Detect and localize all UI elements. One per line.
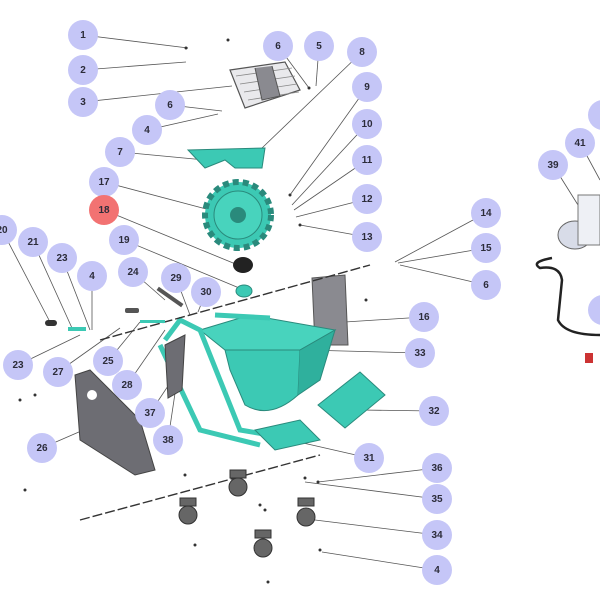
- leader-line: [103, 209, 239, 266]
- part-callout-5[interactable]: 5: [304, 31, 334, 61]
- small-panel-part: [164, 334, 186, 399]
- leader-line: [321, 551, 438, 571]
- switch-part: [585, 353, 593, 363]
- part-callout-41[interactable]: 41: [565, 128, 595, 158]
- hopper-part: [198, 314, 337, 412]
- part-callout-34[interactable]: 34: [422, 520, 452, 550]
- part-callout-11[interactable]: 11: [352, 145, 382, 175]
- leader-line: [32, 241, 73, 329]
- cover-plate-part: [186, 147, 266, 169]
- part-callout-21[interactable]: 21: [18, 227, 48, 257]
- handle-parts: [125, 286, 184, 323]
- part-callout-6[interactable]: 6: [155, 90, 185, 120]
- part-callout-28[interactable]: 28: [112, 370, 142, 400]
- motor-part: [557, 194, 600, 250]
- bolt-part: [45, 320, 57, 326]
- ring-part: [235, 284, 253, 298]
- part-callout-6[interactable]: 6: [263, 31, 293, 61]
- leader-line: [317, 467, 438, 483]
- part-callout-23[interactable]: 23: [3, 350, 33, 380]
- part-callout-29[interactable]: 29: [161, 263, 191, 293]
- part-callout-8[interactable]: 8: [347, 37, 377, 67]
- part-callout-37[interactable]: 37: [135, 398, 165, 428]
- axle-lines: [79, 264, 371, 521]
- part-callout-10[interactable]: 10: [352, 109, 382, 139]
- leader-line: [82, 34, 189, 49]
- part-callout-36[interactable]: 36: [422, 453, 452, 483]
- part-callout-19[interactable]: 19: [109, 225, 139, 255]
- chute-part: [317, 371, 386, 429]
- leader-line: [1, 229, 51, 323]
- part-callout-3[interactable]: 3: [68, 87, 98, 117]
- part-callout-partial[interactable]: [588, 295, 600, 325]
- leader-line: [261, 51, 363, 149]
- part-callout-17[interactable]: 17: [89, 167, 119, 197]
- part-callout-18[interactable]: 18: [89, 195, 119, 225]
- part-callout-14[interactable]: 14: [471, 198, 501, 228]
- part-callout-39[interactable]: 39: [538, 150, 568, 180]
- part-callout-2[interactable]: 2: [68, 55, 98, 85]
- part-callout-20[interactable]: 20: [0, 215, 17, 245]
- part-callout-6[interactable]: 6: [471, 270, 501, 300]
- part-callout-24[interactable]: 24: [118, 257, 148, 287]
- part-callout-partial[interactable]: [588, 100, 600, 130]
- part-callout-38[interactable]: 38: [153, 425, 183, 455]
- power-cable: [535, 256, 600, 337]
- impeller-part: [202, 179, 274, 251]
- part-callout-15[interactable]: 15: [471, 233, 501, 263]
- leader-lines: [1, 34, 600, 571]
- leader-line: [394, 212, 487, 263]
- part-callout-26[interactable]: 26: [27, 433, 57, 463]
- grate-part: [229, 61, 301, 109]
- part-callout-35[interactable]: 35: [422, 484, 452, 514]
- part-callout-33[interactable]: 33: [405, 338, 435, 368]
- part-callout-27[interactable]: 27: [43, 357, 73, 387]
- part-callout-25[interactable]: 25: [93, 346, 123, 376]
- part-callout-4[interactable]: 4: [422, 555, 452, 585]
- part-callout-4[interactable]: 4: [132, 115, 162, 145]
- part-callout-9[interactable]: 9: [352, 72, 382, 102]
- caster-wheels: [178, 469, 316, 558]
- fasteners: [18, 38, 368, 584]
- part-callout-12[interactable]: 12: [352, 184, 382, 214]
- leader-line: [304, 481, 438, 500]
- leader-line: [103, 181, 211, 211]
- part-callout-30[interactable]: 30: [191, 277, 221, 307]
- leader-line: [314, 519, 438, 536]
- part-callout-1[interactable]: 1: [68, 20, 98, 50]
- part-callout-13[interactable]: 13: [352, 222, 382, 252]
- part-callout-7[interactable]: 7: [105, 137, 135, 167]
- part-callout-16[interactable]: 16: [409, 302, 439, 332]
- part-callout-31[interactable]: 31: [354, 443, 384, 473]
- part-callout-32[interactable]: 32: [419, 396, 449, 426]
- leader-line: [82, 85, 233, 103]
- leader-line: [291, 123, 368, 206]
- leader-line: [82, 61, 187, 71]
- base-plate-part: [254, 419, 321, 451]
- part-callout-23[interactable]: 23: [47, 243, 77, 273]
- leader-line: [289, 86, 368, 196]
- part-callout-4[interactable]: 4: [77, 261, 107, 291]
- seal-part: [233, 257, 253, 273]
- pin-part: [68, 327, 86, 331]
